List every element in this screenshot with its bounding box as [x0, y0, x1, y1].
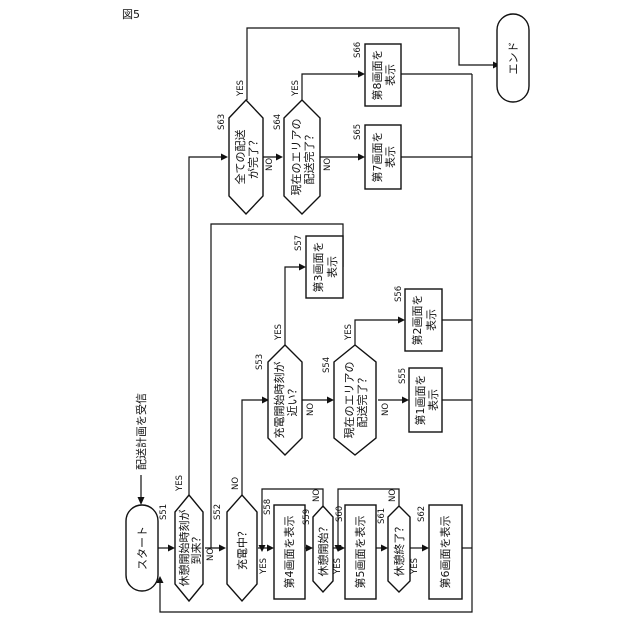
s51-no: NO [206, 548, 216, 561]
s63-yes: YES [236, 80, 246, 97]
s64-yes: YES [291, 80, 301, 97]
s56-id: S56 [394, 286, 404, 302]
start-label: スタート [136, 526, 149, 570]
s64-no: NO [323, 158, 333, 171]
process-s62: 第6画面を表示 [429, 505, 462, 599]
s61-no: NO [388, 489, 398, 502]
trigger-text: 配送計画を受信 [134, 393, 148, 470]
s60-id: S60 [335, 506, 345, 522]
process-s55: 第1画面を 表示 [409, 368, 442, 432]
s57-line1: 第3画面を [311, 242, 325, 293]
s65-id: S65 [353, 124, 363, 140]
s52-text: 充電中？ [235, 526, 249, 570]
s54-line2: 配送完了？ [355, 373, 369, 428]
figure-label: 図5 [122, 8, 140, 21]
s65-line1: 第7画面を [370, 132, 384, 183]
s54-line1: 現在のエリアの [343, 362, 356, 439]
s63-line2: が完了？ [246, 135, 260, 179]
process-s58: 第4画面を表示 [274, 505, 305, 599]
s53-no: NO [306, 403, 316, 416]
process-s56: 第2画面を 表示 [405, 289, 442, 351]
decision-s61: 休憩終了？ [388, 506, 410, 592]
s53-line2: 近い？ [286, 384, 299, 417]
s61-id: S61 [377, 508, 387, 524]
s51-line1: 休憩開始時刻が [177, 510, 191, 587]
s58-text: 第4画面を表示 [282, 516, 296, 589]
s53-id: S53 [255, 354, 265, 370]
s60-text: 第5画面を表示 [353, 516, 367, 589]
s64-line2: 配送完了？ [302, 130, 316, 185]
start-terminal: スタート [126, 505, 158, 591]
decision-s63: 全ての配送 が完了？ [229, 100, 263, 214]
s63-id: S63 [217, 114, 227, 130]
s52-no: NO [231, 477, 241, 490]
s62-id: S62 [417, 506, 427, 522]
s56-line1: 第2画面を [410, 295, 424, 346]
process-s60: 第5画面を表示 [345, 505, 376, 599]
s63-line1: 全ての配送 [233, 130, 247, 185]
s51-yes: YES [175, 475, 185, 492]
s54-no: NO [381, 403, 391, 416]
s54-id: S54 [322, 357, 332, 373]
s61-text: 休憩終了？ [392, 522, 406, 577]
s63-no: NO [265, 158, 275, 171]
s57-line2: 表示 [325, 256, 339, 278]
s55-line1: 第1画面を [413, 375, 427, 426]
decision-s54: 現在のエリアの 配送完了？ [334, 345, 376, 455]
s51-id: S51 [159, 504, 169, 520]
s59-yes: YES [333, 558, 343, 575]
s59-id: S59 [302, 509, 312, 525]
s58-id: S58 [263, 499, 273, 515]
s53-line1: 充電開始時刻が [272, 362, 286, 439]
process-s65: 第7画面を 表示 [365, 125, 401, 189]
decision-s64: 現在のエリアの 配送完了？ [284, 100, 320, 214]
s65-line2: 表示 [383, 146, 397, 168]
s66-line1: 第8画面を [370, 50, 384, 101]
end-label: エンド [507, 42, 520, 75]
s52-id: S52 [213, 504, 223, 520]
decision-s59: 休憩開始？ [313, 506, 333, 592]
decision-s52: 充電中？ [227, 495, 257, 601]
s56-line2: 表示 [424, 309, 438, 331]
decision-s51: 休憩開始時刻が 到来？ [175, 495, 203, 601]
decision-s53: 充電開始時刻が 近い？ [268, 345, 302, 455]
s59-no: NO [312, 489, 322, 502]
s66-line2: 表示 [383, 64, 397, 86]
s55-id: S55 [398, 368, 408, 384]
s62-text: 第6画面を表示 [438, 516, 452, 589]
end-terminal: エンド [497, 14, 529, 102]
s59-text: 休憩開始？ [316, 522, 330, 577]
s54-yes: YES [344, 324, 354, 341]
s57-id: S57 [294, 235, 304, 251]
s64-id: S64 [273, 114, 283, 130]
process-s66: 第8画面を 表示 [365, 44, 401, 106]
s51-line2: 到来？ [190, 532, 203, 565]
process-s57: 第3画面を 表示 [306, 236, 343, 298]
s66-id: S66 [353, 42, 363, 58]
s61-yes: YES [410, 558, 420, 575]
s53-yes: YES [274, 324, 284, 341]
s64-line1: 現在のエリアの [290, 119, 303, 196]
s52-yes: YES [259, 558, 269, 575]
s55-line2: 表示 [426, 389, 440, 411]
